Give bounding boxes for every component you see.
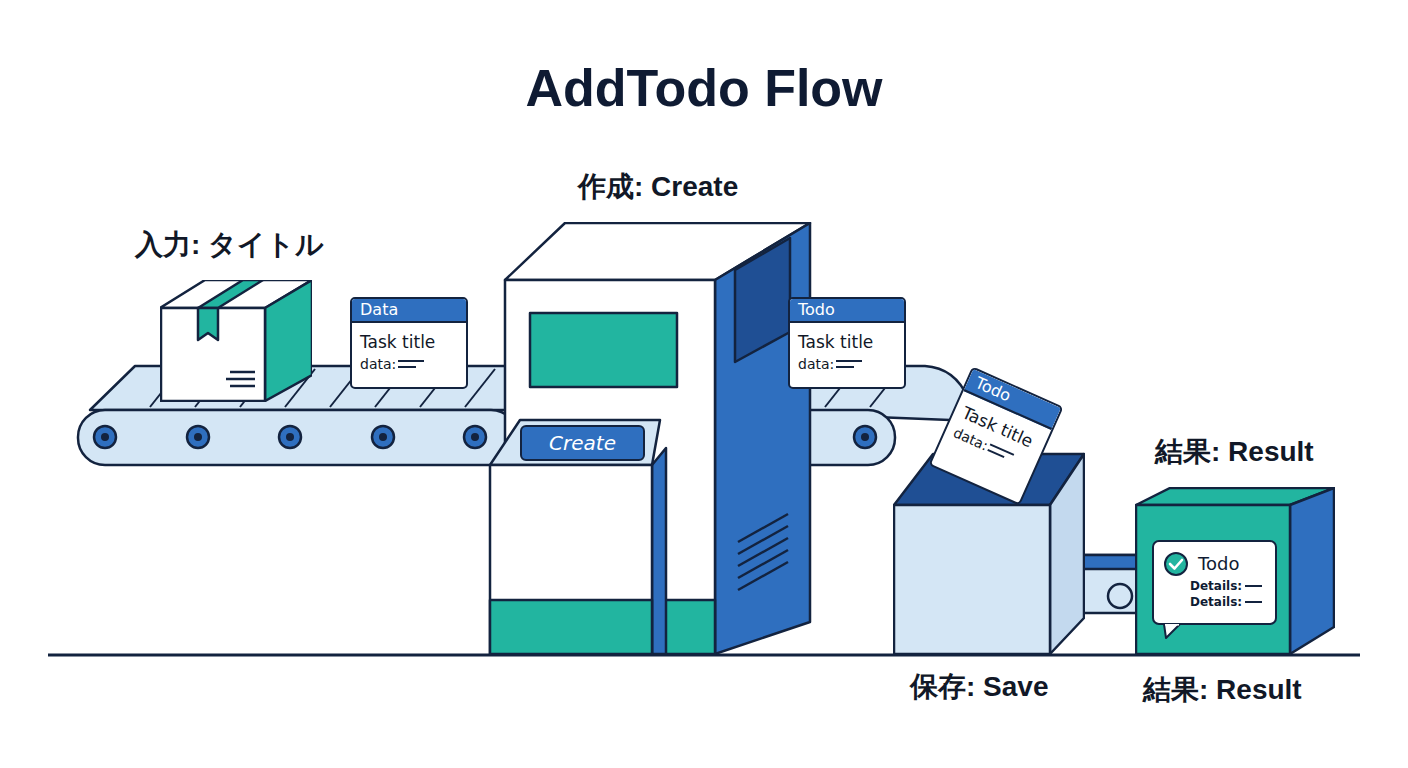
card-title: Task title <box>352 323 466 353</box>
polygon-part <box>652 448 666 654</box>
line-part <box>836 360 862 362</box>
g-part <box>894 454 1084 654</box>
polygon-part <box>1164 624 1180 638</box>
line-part <box>738 514 788 542</box>
diagram-title: AddTodo Flow <box>0 58 1408 118</box>
g-part <box>1136 488 1334 654</box>
roller-hub <box>101 433 109 441</box>
polygon-part <box>735 238 790 362</box>
stage-label: 入力: タイトル <box>135 228 324 262</box>
bubble-field: Details: <box>1154 578 1275 594</box>
card-header: Data <box>352 299 466 323</box>
line-part <box>1245 601 1262 603</box>
result-node: 結果: Result結果: ResultTodoDetails:Details: <box>1135 487 1335 655</box>
roller <box>279 426 301 448</box>
card-title: Task title <box>790 323 904 353</box>
bubble-node: TodoDetails:Details: <box>1152 540 1277 625</box>
roller-hub <box>861 433 869 441</box>
field-label: data: <box>360 355 396 373</box>
rect-part <box>161 308 265 401</box>
rect-part <box>490 465 652 654</box>
line-part <box>230 385 255 388</box>
rect-part <box>1136 505 1290 654</box>
line-part <box>230 371 255 374</box>
polygon-part <box>198 308 218 340</box>
tube-end <box>1108 584 1132 608</box>
card-node: DataTask title data: <box>350 297 468 389</box>
cube-node: 入力: タイトル <box>160 280 312 402</box>
roller-hub <box>471 433 479 441</box>
line-part <box>988 450 1004 457</box>
card-field: data: <box>790 353 904 373</box>
polygon-part <box>265 280 312 401</box>
line-part <box>226 378 255 381</box>
g-part <box>490 223 810 654</box>
card-node: TodoTask title data: <box>788 297 906 389</box>
rect-part <box>530 313 677 387</box>
rect-part <box>490 600 652 654</box>
roller <box>854 426 876 448</box>
stage-label: 結果: Result <box>1155 435 1314 469</box>
detail-lines <box>396 358 426 370</box>
detail-line <box>1242 582 1264 590</box>
button-label: Create <box>549 431 616 455</box>
line-part <box>738 550 788 578</box>
polyline-part <box>1170 560 1182 569</box>
polygon-part <box>1290 488 1334 654</box>
roller <box>187 426 209 448</box>
roller <box>372 426 394 448</box>
roller <box>464 426 486 448</box>
rollers <box>94 426 486 448</box>
circle-part <box>1165 553 1187 575</box>
roller-hub <box>286 433 294 441</box>
roller <box>94 426 116 448</box>
line-part <box>1165 624 1179 626</box>
bubble-title: Todo <box>1198 552 1239 576</box>
detail-line <box>1242 598 1264 606</box>
button-node: Create <box>520 425 645 461</box>
card-header: Todo <box>790 299 904 323</box>
bubble-tail <box>1162 624 1184 640</box>
line-part <box>398 366 416 368</box>
polygon-part <box>490 420 660 465</box>
polygon-part <box>1050 454 1084 654</box>
card-field: data: <box>352 353 466 373</box>
field-label: Details: <box>1190 578 1242 594</box>
line-part <box>738 526 788 554</box>
g-part <box>160 280 312 401</box>
roller-hub <box>194 433 202 441</box>
roller-band <box>78 410 518 465</box>
line-part <box>738 562 788 590</box>
stage-label: 保存: Save <box>910 670 1049 704</box>
polygon-part <box>198 280 263 308</box>
field-label: Details: <box>1190 594 1242 610</box>
line-part <box>398 360 424 362</box>
belt-stripe <box>465 369 495 407</box>
line-part <box>1245 585 1262 587</box>
line-part <box>836 366 854 368</box>
line-part <box>738 538 788 566</box>
detail-lines <box>834 358 864 370</box>
machine-node: 作成: CreateCreate <box>488 222 812 655</box>
bubble-field: Details: <box>1154 594 1275 610</box>
roller-hubs <box>101 433 479 441</box>
roller-hub <box>379 433 387 441</box>
stage-label: 結果: Result <box>1143 673 1302 707</box>
stage-label: 作成: Create <box>578 170 738 204</box>
bubble-heading: Todo <box>1154 542 1275 578</box>
check-icon <box>1162 550 1190 578</box>
rect-part <box>894 505 1050 654</box>
cube-shape <box>160 280 312 402</box>
polygon-part <box>715 223 810 654</box>
field-label: data: <box>798 355 834 373</box>
